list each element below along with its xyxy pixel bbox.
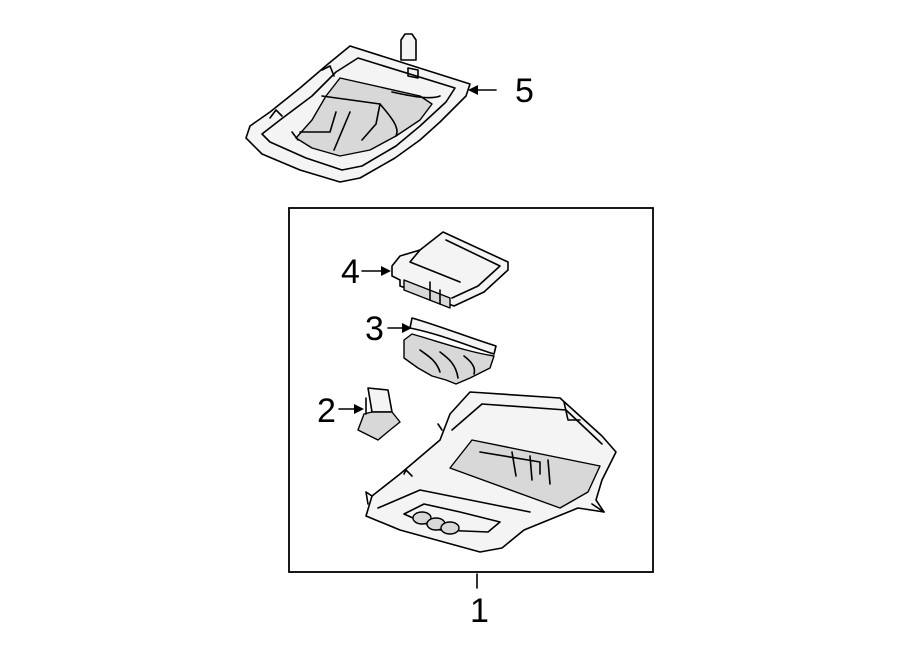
callout-4: 4	[341, 253, 360, 291]
part-2-switch[interactable]	[357, 387, 401, 441]
part-3-lens[interactable]	[403, 317, 497, 385]
part-1-overhead-console[interactable]	[365, 391, 617, 553]
callout-3: 3	[365, 310, 384, 348]
assembly-frame	[288, 207, 654, 573]
callout-5: 5	[515, 72, 534, 110]
leader-5	[468, 85, 497, 95]
callout-2: 2	[317, 392, 336, 430]
leader-3	[387, 323, 412, 333]
part-4-bin-door[interactable]	[391, 231, 509, 309]
leader-2	[338, 404, 364, 414]
leader-4	[361, 266, 391, 276]
callout-1: 1	[470, 592, 489, 630]
part-5-console-bezel[interactable]	[245, 33, 471, 183]
